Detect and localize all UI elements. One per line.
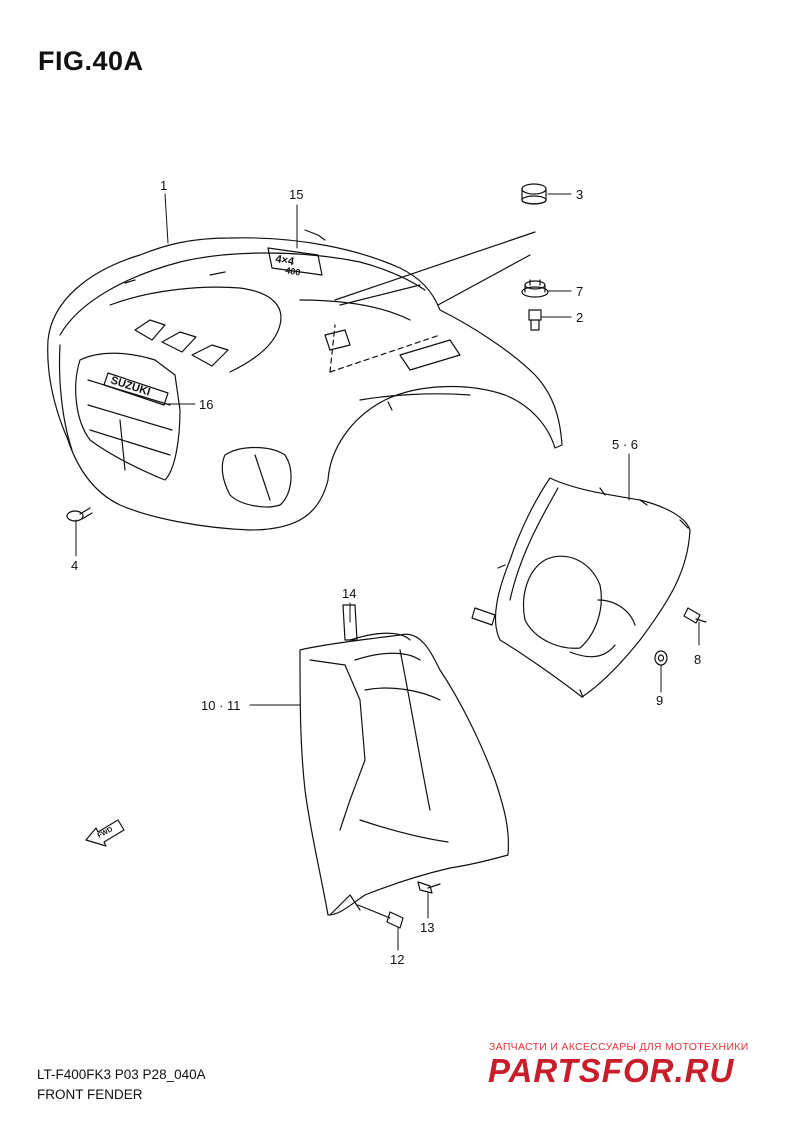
callout-7: 7 [576, 284, 583, 299]
suzuki-badge: SUZUKI [103, 372, 169, 406]
emblem-top-text: 4×4 [274, 253, 295, 268]
leader-lines [75, 193, 700, 951]
callout-1: 1 [160, 178, 167, 193]
mud-guard-right [471, 477, 691, 698]
screw-part-4 [66, 507, 93, 522]
emblem-bottom-text: 400 [285, 265, 302, 277]
screw-part-13 [417, 881, 441, 894]
callout-5-6: 5 · 6 [612, 437, 638, 452]
callout-13: 13 [420, 920, 434, 935]
watermark-tagline: ЗАПЧАСТИ И АКСЕССУАРЫ ДЛЯ МОТОТЕХНИКИ [489, 1041, 749, 1053]
fwd-arrow-icon: FWD [85, 819, 125, 847]
emblem-4x4-400: 4×4 400 [267, 229, 326, 278]
watermark-logo: PARTSFOR.RU [488, 1052, 735, 1089]
callout-16: 16 [199, 397, 213, 412]
section-name: FRONT FENDER [37, 1087, 143, 1102]
callout-2: 2 [576, 310, 583, 325]
callout-10-11: 10 · 11 [201, 698, 241, 713]
grommet-part [521, 183, 547, 205]
callout-3: 3 [576, 187, 583, 202]
screw-part-8 [683, 607, 707, 624]
callout-labels: 1 15 3 7 2 16 4 5 · 6 8 9 14 10 · 11 13 … [71, 178, 701, 967]
callout-4: 4 [71, 558, 78, 573]
collar-part [521, 279, 549, 298]
washer-part-9 [654, 650, 668, 666]
callout-14: 14 [342, 586, 356, 601]
inner-panel [299, 604, 510, 919]
bolt-part-2 [528, 309, 542, 331]
suzuki-badge-text: SUZUKI [109, 374, 152, 398]
figure-title: FIG.40A [38, 46, 144, 76]
front-fender-main [47, 231, 563, 531]
model-code: LT-F400FK3 P03 P28_040A [37, 1067, 206, 1082]
callout-9: 9 [656, 693, 663, 708]
screw-part-12 [386, 911, 404, 929]
callout-15: 15 [289, 187, 303, 202]
callout-12: 12 [390, 952, 404, 967]
callout-8: 8 [694, 652, 701, 667]
